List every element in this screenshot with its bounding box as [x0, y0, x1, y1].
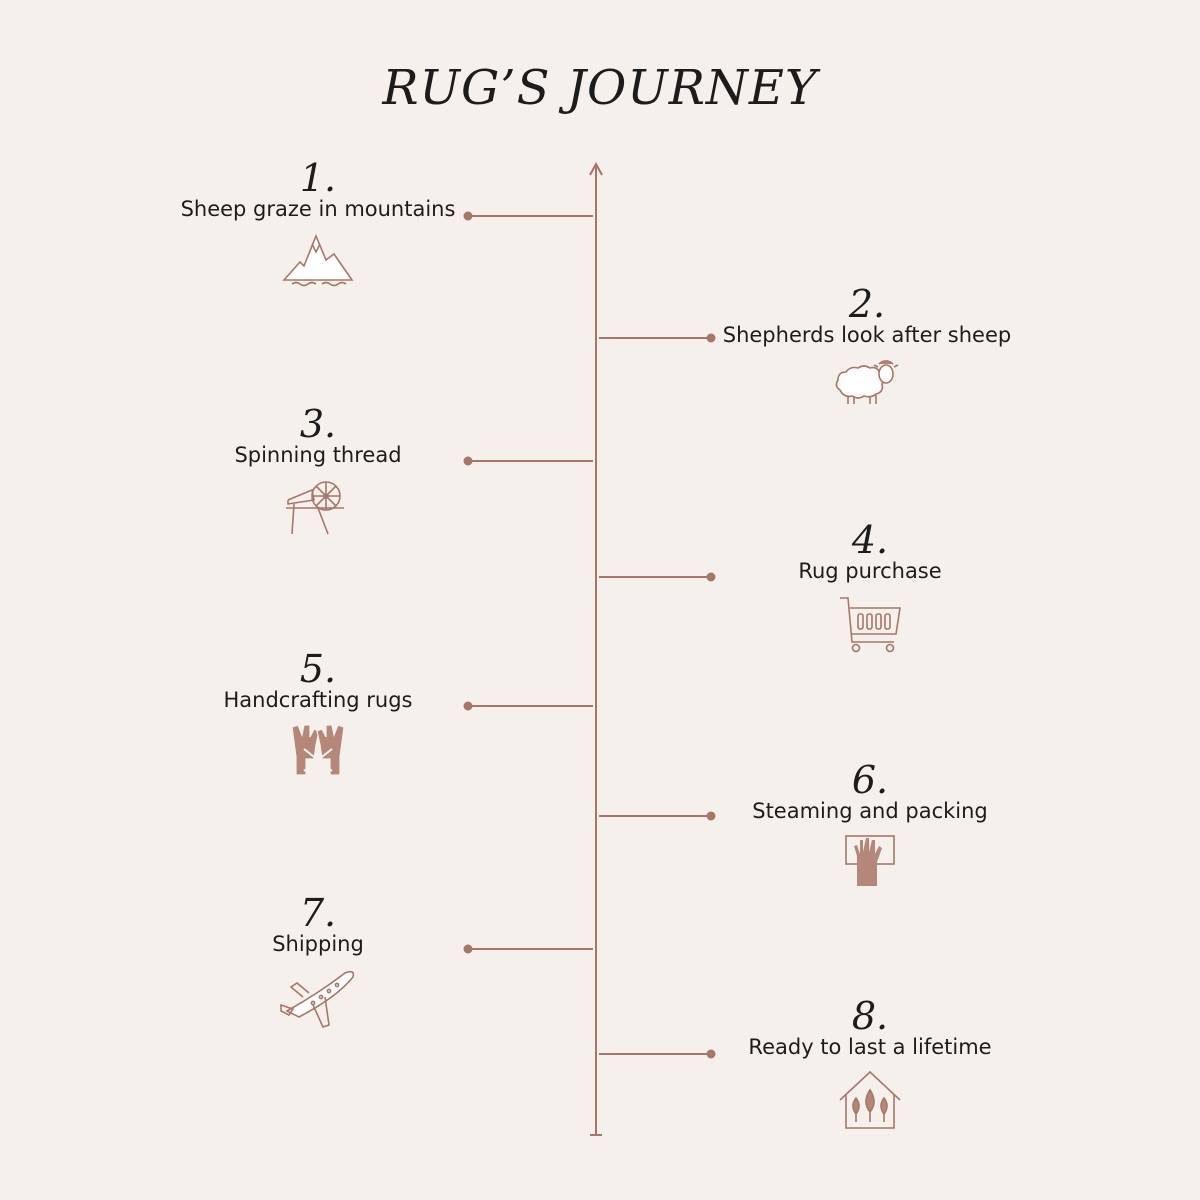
step-label: Handcrafting rugs [223, 688, 413, 712]
timeline-arrow-head [589, 161, 603, 176]
step-number: 1. [299, 156, 337, 200]
step-label: Ready to last a lifetime [748, 1035, 992, 1059]
step-6: 6. Steaming and packing [720, 758, 1020, 886]
hand-on-board-icon [843, 834, 897, 886]
connector-dot-5 [463, 701, 473, 711]
sheep-icon [832, 358, 902, 406]
mountain-icon [282, 232, 354, 290]
spinning-wheel-icon [284, 478, 352, 538]
step-number: 4. [851, 518, 889, 562]
step-label: Sheep graze in mountains [180, 197, 456, 221]
airplane-icon [279, 967, 357, 1029]
connector-dot-1 [463, 211, 473, 221]
step-1: 1. Sheep graze in mountains [168, 156, 468, 290]
page-title: RUG’S JOURNEY [382, 60, 818, 116]
step-label: Shipping [272, 932, 364, 956]
step-label: Rug purchase [798, 559, 942, 583]
connector-dot-4 [706, 572, 716, 582]
step-4: 4. Rug purchase [720, 518, 1020, 654]
step-number: 3. [299, 402, 337, 446]
step-label: Shepherds look after sheep [722, 323, 1012, 347]
connector-dot-3 [463, 456, 473, 466]
step-number: 7. [299, 891, 337, 935]
connector-dot-2 [706, 333, 716, 343]
connector-dot-7 [463, 944, 473, 954]
step-3: 3. Spinning thread [168, 402, 468, 538]
step-number: 5. [299, 647, 337, 691]
step-7: 7. Shipping [168, 891, 468, 1029]
connector-dot-8 [706, 1049, 716, 1059]
house-trees-icon [838, 1070, 902, 1130]
step-number: 2. [848, 282, 886, 326]
step-8: 8. Ready to last a lifetime [720, 994, 1020, 1130]
step-label: Steaming and packing [752, 799, 988, 823]
step-number: 6. [851, 758, 889, 802]
step-2: 2. Shepherds look after sheep [717, 282, 1017, 406]
step-number: 8. [851, 994, 889, 1038]
hands-icon [288, 723, 348, 775]
step-label: Spinning thread [234, 443, 402, 467]
connector-dot-6 [706, 811, 716, 821]
shopping-cart-icon [838, 594, 902, 654]
step-5: 5. Handcrafting rugs [168, 647, 468, 775]
